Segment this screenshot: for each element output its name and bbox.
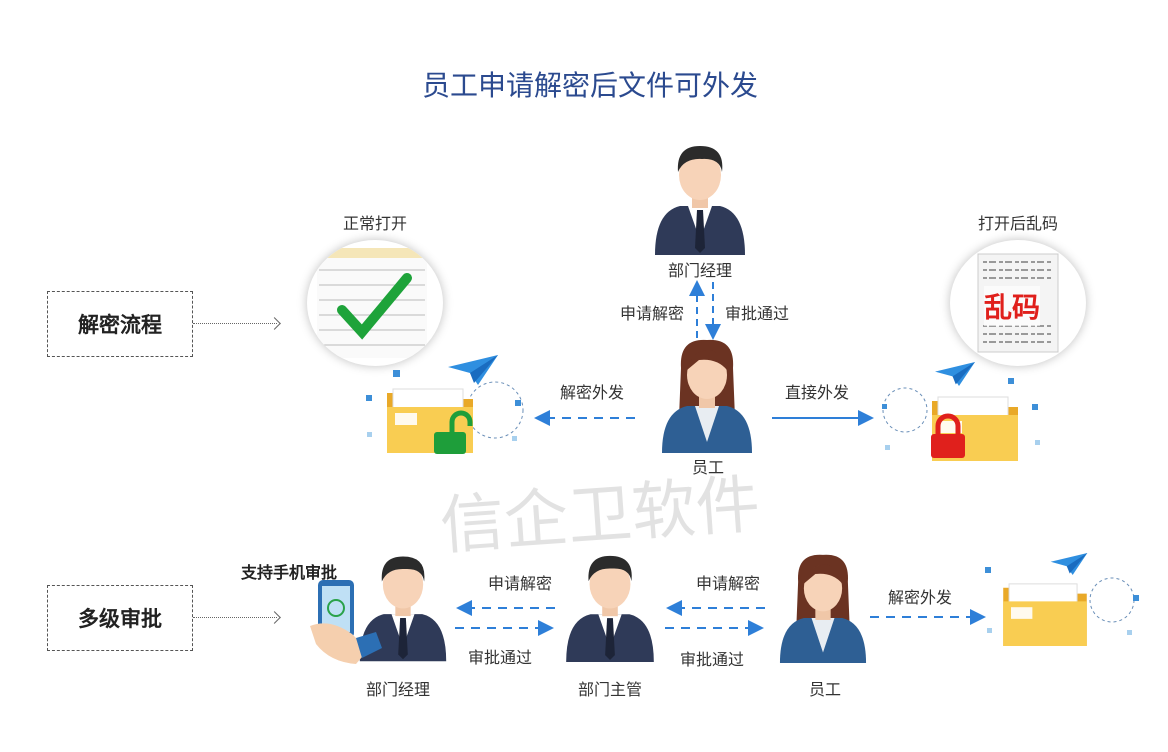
paper-plane-icon xyxy=(935,362,975,386)
supervisor-label: 部门主管 xyxy=(577,680,643,699)
garbled-label: 打开后乱码 xyxy=(977,214,1059,233)
employee-label: 员工 xyxy=(808,680,842,699)
decrypt-flow-box: 解密流程 xyxy=(47,291,193,357)
dotted-arrow xyxy=(193,617,277,618)
request-label: 申请解密 xyxy=(619,304,685,323)
garbled-preview: 乱码 xyxy=(950,240,1086,366)
employee-label: 员工 xyxy=(691,458,725,477)
mobile-approval-label: 支持手机审批 xyxy=(241,563,338,582)
dotted-arrow xyxy=(193,323,277,324)
supervisor-avatar xyxy=(560,550,660,662)
locked-lock-icon xyxy=(931,413,965,458)
spreadsheet-icon xyxy=(317,248,427,358)
check-icon xyxy=(337,273,412,340)
decrypt-send-label: 解密外发 xyxy=(887,588,953,607)
employee-avatar xyxy=(655,338,759,453)
employee-avatar xyxy=(775,553,871,663)
page-title: 员工申请解密后文件可外发 xyxy=(421,69,759,102)
folder-icon xyxy=(1000,580,1090,648)
multi-level-approval-box: 多级审批 xyxy=(47,585,193,651)
paper-plane-icon xyxy=(448,355,498,385)
direct-send-label: 直接外发 xyxy=(784,383,850,402)
approve-label: 审批通过 xyxy=(724,304,790,323)
manager-label: 部门经理 xyxy=(365,680,431,699)
paper-plane-icon xyxy=(1050,553,1088,575)
spreadsheet-preview xyxy=(307,240,443,366)
unlocked-lock-icon xyxy=(434,410,473,454)
decrypt-send-label: 解密外发 xyxy=(559,383,625,402)
request2-label: 申请解密 xyxy=(695,574,761,593)
approve1-label: 审批通过 xyxy=(467,648,533,667)
garbled-text: 乱码 xyxy=(984,286,1041,326)
manager-label: 部门经理 xyxy=(667,261,733,280)
request1-label: 申请解密 xyxy=(487,574,553,593)
approve2-label: 审批通过 xyxy=(679,650,745,669)
phone-in-hand-icon xyxy=(310,580,382,664)
normal-open-label: 正常打开 xyxy=(342,214,408,233)
